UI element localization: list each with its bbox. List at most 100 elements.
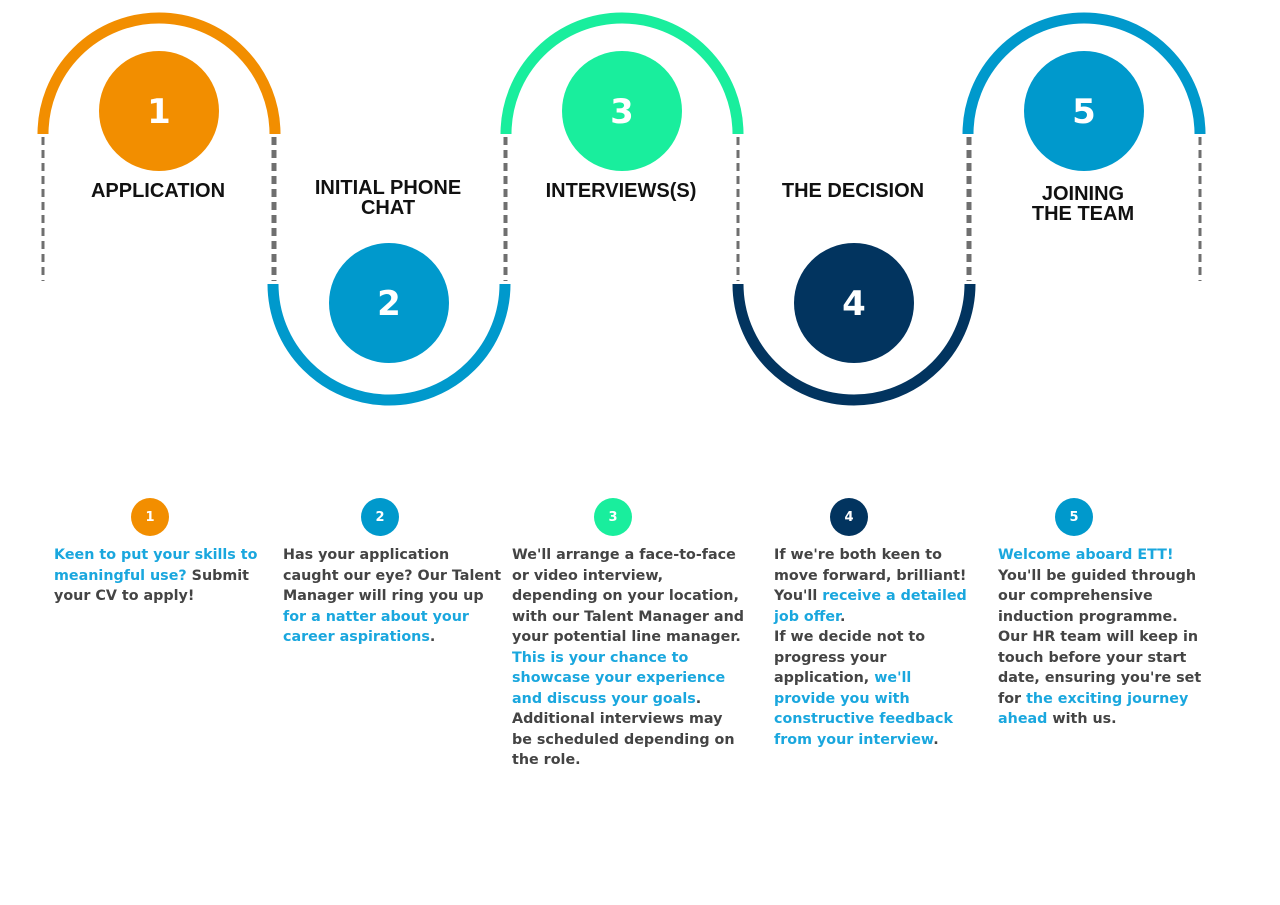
highlighted-text: job offer <box>774 608 841 625</box>
body-text: progress your <box>774 649 887 666</box>
stage-3-title: INTERVIEWS(S) <box>546 180 697 202</box>
description-line: If we decide not to <box>774 627 994 648</box>
body-text: You'll <box>774 588 823 604</box>
description-line: caught our eye? Our Talent <box>283 566 503 587</box>
body-text: depending on your location, <box>512 588 739 604</box>
body-text: with our Talent Manager and <box>512 608 744 625</box>
stage-2-title-line-1: INITIAL PHONE <box>315 177 461 199</box>
body-text: touch before your start <box>998 649 1187 666</box>
highlighted-text: we'll <box>874 670 912 686</box>
body-text: or video interview, <box>512 567 664 584</box>
description-line: If we're both keen to <box>774 545 994 566</box>
stage-5-ring <box>962 12 1206 135</box>
highlighted-text: Keen to put your skills to <box>54 547 258 563</box>
description-line: Keen to put your skills to <box>54 545 274 566</box>
body-text: You'll be guided through <box>998 567 1197 584</box>
description-line: application, we'll <box>774 668 994 689</box>
body-text: your potential line manager. <box>512 629 741 645</box>
description-line: the role. <box>512 750 732 771</box>
stage-4-title: THE DECISION <box>782 180 924 202</box>
description-line: touch before your start <box>998 648 1218 669</box>
highlighted-text: and discuss your goals <box>512 690 696 707</box>
body-text: your CV to apply! <box>54 588 195 604</box>
stage-3-number: 3 <box>610 92 634 132</box>
description-line: from your interview. <box>774 730 994 751</box>
description-line: career aspirations. <box>283 627 503 648</box>
description-line: job offer. <box>774 607 994 628</box>
stage-1-ring <box>37 12 281 135</box>
description-line: This is your chance to <box>512 648 732 669</box>
stage-2-circle <box>329 243 449 363</box>
stage-2-ring <box>267 283 511 406</box>
description-line: your CV to apply! <box>54 586 274 607</box>
stage-5-title-line-2: THE TEAM <box>1032 203 1134 225</box>
description-line: Has your application <box>283 545 503 566</box>
stage-2-title-line-2: CHAT <box>361 197 415 219</box>
description-line: Welcome aboard ETT! <box>998 545 1218 566</box>
description-line: We'll arrange a face-to-face <box>512 545 736 566</box>
description-line: be scheduled depending on <box>512 730 735 751</box>
highlighted-text: ahead <box>998 711 1048 727</box>
step-2-badge: 2 <box>361 498 399 536</box>
stage-1-circle <box>99 51 219 171</box>
stage-4-number: 4 <box>842 284 866 324</box>
stage-3-ring <box>500 12 744 135</box>
step-5-description: Welcome aboard ETT! You'll be guided thro… <box>998 545 1218 730</box>
description-line: date, ensuring you're set <box>998 668 1218 689</box>
body-text: be scheduled depending on <box>512 731 735 748</box>
highlighted-text: career aspirations <box>283 629 430 645</box>
description-line: your potential line manager. <box>512 627 741 648</box>
description-line: for the exciting journey <box>998 689 1218 710</box>
stage-4-ring <box>732 283 976 406</box>
stage-1-number: 1 <box>147 92 171 132</box>
body-text: If we decide not to <box>774 629 926 645</box>
description-line: our comprehensive <box>998 586 1218 607</box>
body-text: . <box>695 690 702 707</box>
body-text: our comprehensive <box>998 588 1153 604</box>
description-line: and discuss your goals. <box>512 689 732 710</box>
body-text: We'll arrange a face-to-face <box>512 547 736 563</box>
description-line: meaningful use? Submit <box>54 566 274 587</box>
step-3-badge: 3 <box>594 498 632 536</box>
body-text: Submit <box>186 567 250 584</box>
body-text: for <box>998 690 1027 707</box>
description-line: induction programme. <box>998 607 1218 628</box>
stage-5-circle <box>1024 51 1144 171</box>
description-line: Our HR team will keep in <box>998 627 1218 648</box>
description-line: Manager will ring you up <box>283 586 503 607</box>
stage-2-number: 2 <box>377 284 401 324</box>
body-text: date, ensuring you're set <box>998 670 1202 686</box>
highlighted-text: for a natter about your <box>283 608 469 625</box>
description-line: provide you with <box>774 689 994 710</box>
highlighted-text: showcase your experience <box>512 670 726 686</box>
description-line: Additional interviews may <box>512 709 732 730</box>
description-line: You'll be guided through <box>998 566 1218 587</box>
body-text: caught our eye? Our Talent <box>283 567 502 584</box>
step-1-badge: 1 <box>131 498 169 536</box>
body-text: . <box>429 629 436 645</box>
body-text: induction programme. <box>998 608 1178 625</box>
stage-5-number: 5 <box>1072 92 1096 132</box>
description-line: progress your <box>774 648 994 669</box>
highlighted-text: Welcome aboard ETT! <box>998 547 1174 563</box>
description-line: constructive feedback <box>774 709 994 730</box>
stage-5-title-line-1: JOINING <box>1042 183 1124 205</box>
description-line: ahead with us. <box>998 709 1218 730</box>
body-text: with us. <box>1047 711 1117 727</box>
stage-1-title: APPLICATION <box>91 180 225 202</box>
body-text: Manager will ring you up <box>283 588 484 604</box>
highlighted-text: receive a detailed <box>822 588 967 604</box>
stage-4-circle <box>794 243 914 363</box>
stage-3-circle <box>562 51 682 171</box>
body-text: Our HR team will keep in <box>998 629 1199 645</box>
step-3-description: We'll arrange a face-to-face or video int… <box>512 545 744 771</box>
highlighted-text: provide you with <box>774 690 910 707</box>
body-text: application, <box>774 670 875 686</box>
body-text: Additional interviews may <box>512 711 723 727</box>
description-line: move forward, brilliant! <box>774 566 994 587</box>
body-text: move forward, brilliant! <box>774 567 967 584</box>
